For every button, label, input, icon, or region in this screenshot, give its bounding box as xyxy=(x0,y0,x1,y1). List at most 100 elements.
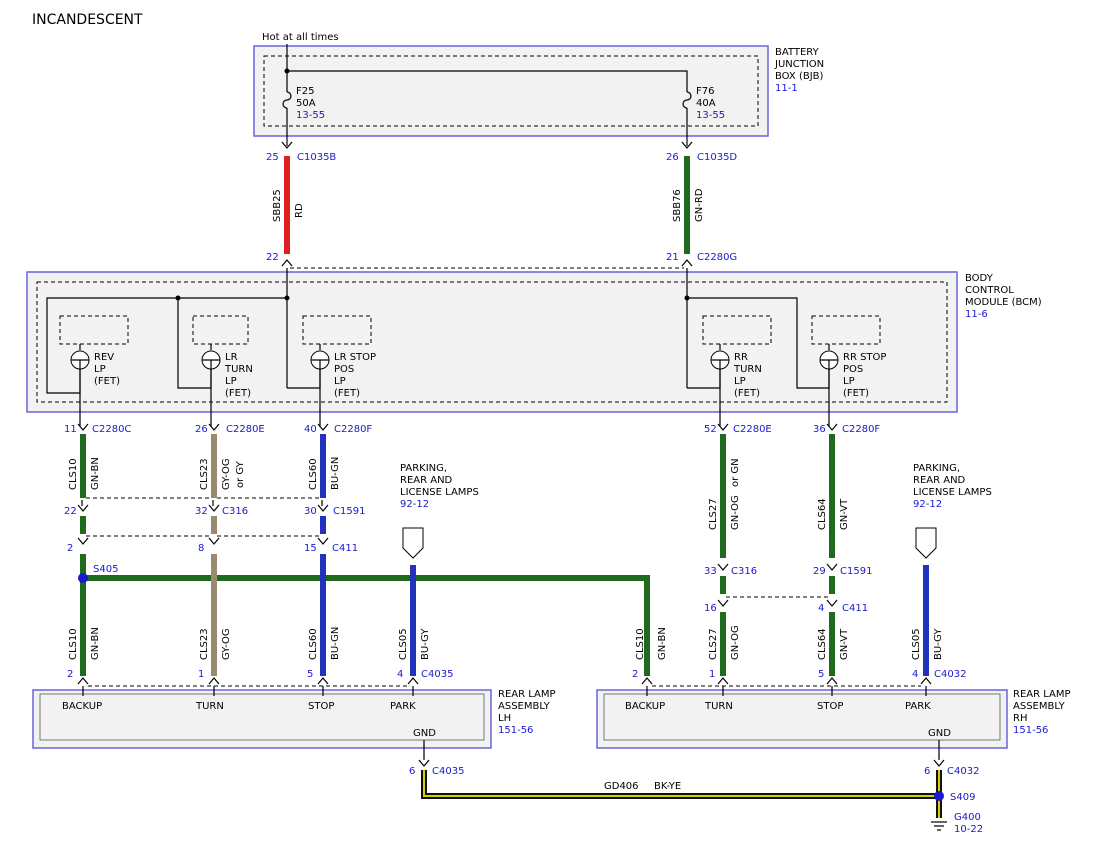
lamp-rh-pin-2: 2 xyxy=(632,669,638,680)
fet-lr-stop-label-1: LR STOP xyxy=(334,352,376,363)
out-cls27-conn: C2280E xyxy=(733,424,772,435)
wire-cls10-mid xyxy=(80,516,86,534)
fet-rr-turn-label-1: RR xyxy=(734,352,748,363)
c2280g-left-connector-icon xyxy=(281,259,293,267)
lamp-rh-term-stop: STOP xyxy=(817,701,843,712)
lamp-rh-conn: C4032 xyxy=(934,669,966,680)
fet-lr-stop-label-2: POS xyxy=(334,364,354,375)
fet-rr-stop-label-4: (FET) xyxy=(843,388,869,399)
fuse-f76-ref: 13-55 xyxy=(696,110,725,121)
lamp-lh-cls23-color: GY-OG xyxy=(221,628,232,660)
inline-32-pin: 32 xyxy=(195,506,208,517)
c2280f-right-connector-icon xyxy=(826,423,838,431)
lamp-lh-ref: 151-56 xyxy=(498,725,533,736)
fet-rev-label-3: (FET) xyxy=(94,376,120,387)
lamp-lh-cls23-circuit: CLS23 xyxy=(199,628,210,660)
fet-rr-stop-label-2: POS xyxy=(843,364,863,375)
fet-lr-turn-label-2: TURN xyxy=(224,364,253,375)
fuse-f76-icon xyxy=(682,91,692,109)
lamp-rh-ref: 151-56 xyxy=(1013,725,1048,736)
park-lh-arrow-icon xyxy=(402,527,424,559)
lamp-rh-term-park: PARK xyxy=(905,701,931,712)
wire-cls23-upper-color: GY-OG xyxy=(221,458,232,490)
fet-lr-turn: LR TURN LP (FET) xyxy=(192,315,253,426)
inline-22-pin: 22 xyxy=(64,506,77,517)
wire-cls10-upper-circuit: CLS10 xyxy=(68,458,79,490)
wire-gd406-outer xyxy=(421,770,939,799)
wire-cls27-upper xyxy=(720,434,726,558)
fet-rev: REV LP (FET) xyxy=(59,315,129,426)
lamp-rh-stop-term-icon xyxy=(826,677,838,685)
bjb-name-3: BOX (BJB) xyxy=(775,71,824,82)
lamp-lh-name-2: ASSEMBLY xyxy=(498,701,551,712)
lamp-lh-name-1: REAR LAMP xyxy=(498,689,556,700)
out-cls60-pin: 40 xyxy=(304,424,317,435)
lamp-lh-pin-5: 5 xyxy=(307,669,313,680)
wire-cls23-lower xyxy=(211,554,217,676)
lamp-lh-cls60-circuit: CLS60 xyxy=(308,628,319,660)
wire-cls27-lower xyxy=(720,612,726,676)
c4032-gnd-term-icon xyxy=(933,759,945,767)
lamp-lh-term-stop: STOP xyxy=(308,701,334,712)
splice-s409 xyxy=(934,791,944,801)
fet-rr-turn-label-2: TURN xyxy=(733,364,762,375)
lamp-lh-stop-term-icon xyxy=(317,677,329,685)
fet-lr-stop-label-4: (FET) xyxy=(334,388,360,399)
power-label: Hot at all times xyxy=(262,32,339,43)
feed-left-conn-top: C1035B xyxy=(297,152,336,163)
wire-cls10-cross xyxy=(83,575,650,676)
fet-lr-stop: LR STOP POS LP (FET) xyxy=(302,315,376,426)
out-cls23-conn: C2280E xyxy=(226,424,265,435)
lamp-lh-conn: C4035 xyxy=(421,669,453,680)
park-rh-label-2: REAR AND xyxy=(913,475,966,486)
gnd-rh-conn: C4032 xyxy=(947,766,979,777)
lamp-rh-cls10-color: GN-BN xyxy=(657,627,668,660)
feed-left-pin-top: 25 xyxy=(266,152,279,163)
feed-right-conn-bottom: C2280G xyxy=(697,252,737,263)
bcm-name-1: BODY xyxy=(965,273,994,284)
fuse-f76-id: F76 xyxy=(696,86,714,97)
lamp-rh-cls10-circuit: CLS10 xyxy=(635,628,646,660)
wire-sbb25-color: RD xyxy=(294,203,305,218)
inline-16-pin: 16 xyxy=(704,603,717,614)
wire-cls27-upper-alt: or GN xyxy=(730,458,741,487)
inline-2-icon xyxy=(77,537,89,545)
out-cls64-pin: 36 xyxy=(813,424,826,435)
lamp-rh-name-1: REAR LAMP xyxy=(1013,689,1071,700)
bcm-left-node xyxy=(284,295,290,301)
wire-cls60-upper-color: BU-GN xyxy=(330,457,341,490)
lamp-lh-cls05-circuit: CLS05 xyxy=(398,628,409,660)
fet-rr-turn: RR TURN LP (FET) xyxy=(702,315,772,426)
ground-id: G400 xyxy=(954,812,981,823)
lamp-rh-cls64-color: GN-VT xyxy=(839,628,850,660)
wire-cls27-mid xyxy=(720,576,726,594)
bcm-box xyxy=(26,271,958,413)
inline-c411-right-icon xyxy=(826,599,838,607)
feed-right-pin-top: 26 xyxy=(666,152,679,163)
inline-c1591-right-icon xyxy=(826,563,838,571)
splice-s405 xyxy=(78,573,88,583)
wire-sbb25-circuit: SBB25 xyxy=(272,189,283,222)
lamp-lh-backup-term-icon xyxy=(77,677,89,685)
fuse-f76-rating: 40A xyxy=(696,98,716,109)
inline-33-pin: 33 xyxy=(704,566,717,577)
inline-8-icon xyxy=(208,537,220,545)
inline-30-pin: 30 xyxy=(304,506,317,517)
lamp-lh-pin-4: 4 xyxy=(397,669,403,680)
lamp-lh-term-backup: BACKUP xyxy=(62,701,102,712)
inline-15-pin: 15 xyxy=(304,543,317,554)
fet-rr-stop: RR STOP POS LP (FET) xyxy=(811,315,886,426)
wire-cls64-upper xyxy=(829,434,835,558)
diagram-title: INCANDESCENT xyxy=(32,12,143,28)
lamp-rh-pin-4: 4 xyxy=(912,669,918,680)
inline-2-pin: 2 xyxy=(67,543,73,554)
bcm-ref: 11-6 xyxy=(965,309,988,320)
fet-rr-turn-label-4: (FET) xyxy=(734,388,760,399)
park-lh-label-2: REAR AND xyxy=(400,475,453,486)
c2280g-right-connector-icon xyxy=(681,259,693,267)
wire-cls23-upper-alt: or GY xyxy=(235,460,246,488)
park-rh-ref: 92-12 xyxy=(913,499,942,510)
fet-lr-stop-label-3: LP xyxy=(334,376,346,387)
inline-c316-icon xyxy=(208,504,220,512)
lamp-rh-term-gnd: GND xyxy=(928,728,951,739)
